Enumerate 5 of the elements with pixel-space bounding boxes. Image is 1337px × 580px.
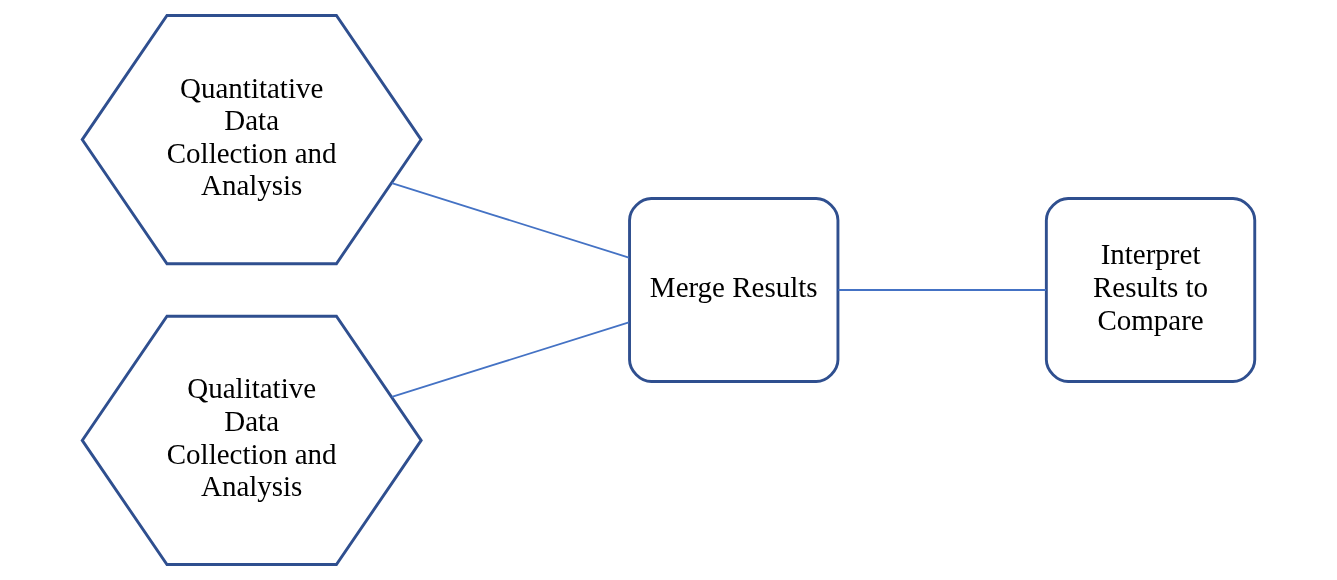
node-box: Interpret Results to Compare: [1044, 197, 1257, 383]
connector: [837, 289, 1047, 291]
node-box: Merge Results: [628, 197, 840, 383]
connector: [390, 321, 630, 398]
connector: [390, 182, 630, 259]
